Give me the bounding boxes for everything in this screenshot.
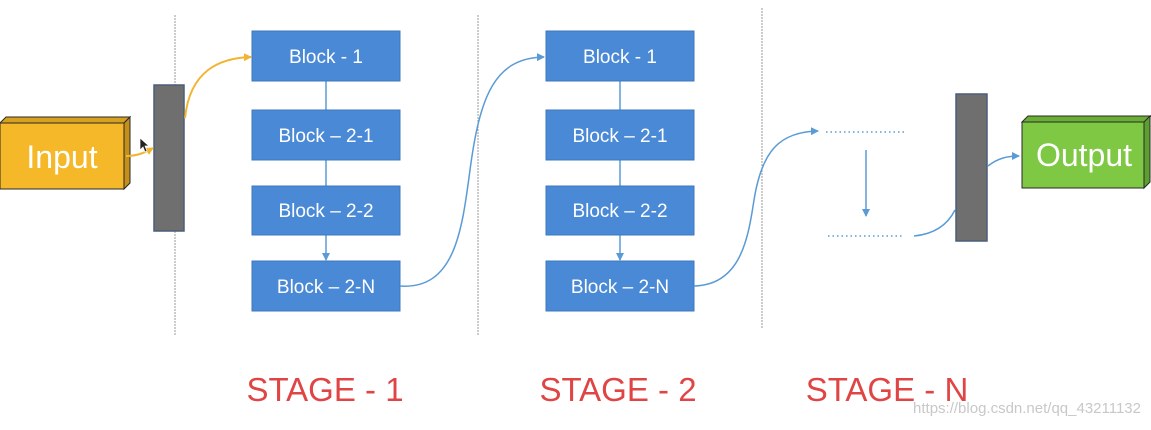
stage1-to-stage2-arrow (399, 53, 545, 287)
stage2-block-2-label: Block – 2-1 (572, 126, 667, 147)
bar-to-stage1-arrow (184, 53, 252, 119)
output-box (1021, 121, 1145, 189)
output-box-top (1020, 115, 1151, 123)
stage-n-label: STAGE - N (806, 371, 969, 408)
bar-to-output-arrow (987, 152, 1020, 167)
mouse-cursor-icon (139, 137, 150, 153)
stage-1-blocks: Block - 1 Block – 2-1 Block – 2-2 Block … (251, 30, 401, 312)
connector-bar-left (153, 84, 185, 232)
stage2-block-1 (545, 30, 695, 82)
output-box-side (1143, 114, 1151, 190)
stage2-block-3 (545, 185, 695, 236)
stage1-block-3-label: Block – 2-2 (278, 201, 373, 222)
stage1-block-1 (251, 30, 401, 82)
input-box (0, 122, 125, 190)
output-label: Output (1036, 137, 1132, 173)
output-node: Output (1020, 114, 1151, 190)
input-box-top (0, 116, 132, 124)
stage1-block-4-label: Block – 2-N (277, 277, 375, 298)
input-label: Input (26, 139, 97, 175)
stage1-block-2 (251, 109, 401, 161)
stage2-block-4 (545, 260, 695, 312)
stageN-to-bar-arrow (913, 209, 956, 237)
stage-1-label: STAGE - 1 (246, 371, 403, 408)
input-to-bar-arrow (125, 147, 154, 157)
stage1-block-2-label: Block – 2-1 (278, 126, 373, 147)
input-box-side (123, 115, 131, 191)
stage2-block-4-label: Block – 2-N (571, 277, 669, 298)
stage2-to-stageN-arrow (693, 127, 819, 287)
stage-2-label: STAGE - 2 (539, 371, 696, 408)
watermark: https://blog.csdn.net/qq_43211132 (913, 400, 1141, 417)
stage1-block-4 (251, 260, 401, 312)
input-node: Input (0, 115, 132, 191)
stage-n-placeholder (826, 131, 904, 237)
stage2-block-2 (545, 109, 695, 161)
stage2-block-1-label: Block - 1 (583, 47, 657, 68)
stage1-block-3 (251, 185, 401, 236)
stage1-block-1-label: Block - 1 (289, 47, 363, 68)
connector-bar-right (955, 93, 988, 242)
stage-2-blocks: Block - 1 Block – 2-1 Block – 2-2 Block … (545, 30, 695, 312)
stage2-block-3-label: Block – 2-2 (572, 201, 667, 222)
